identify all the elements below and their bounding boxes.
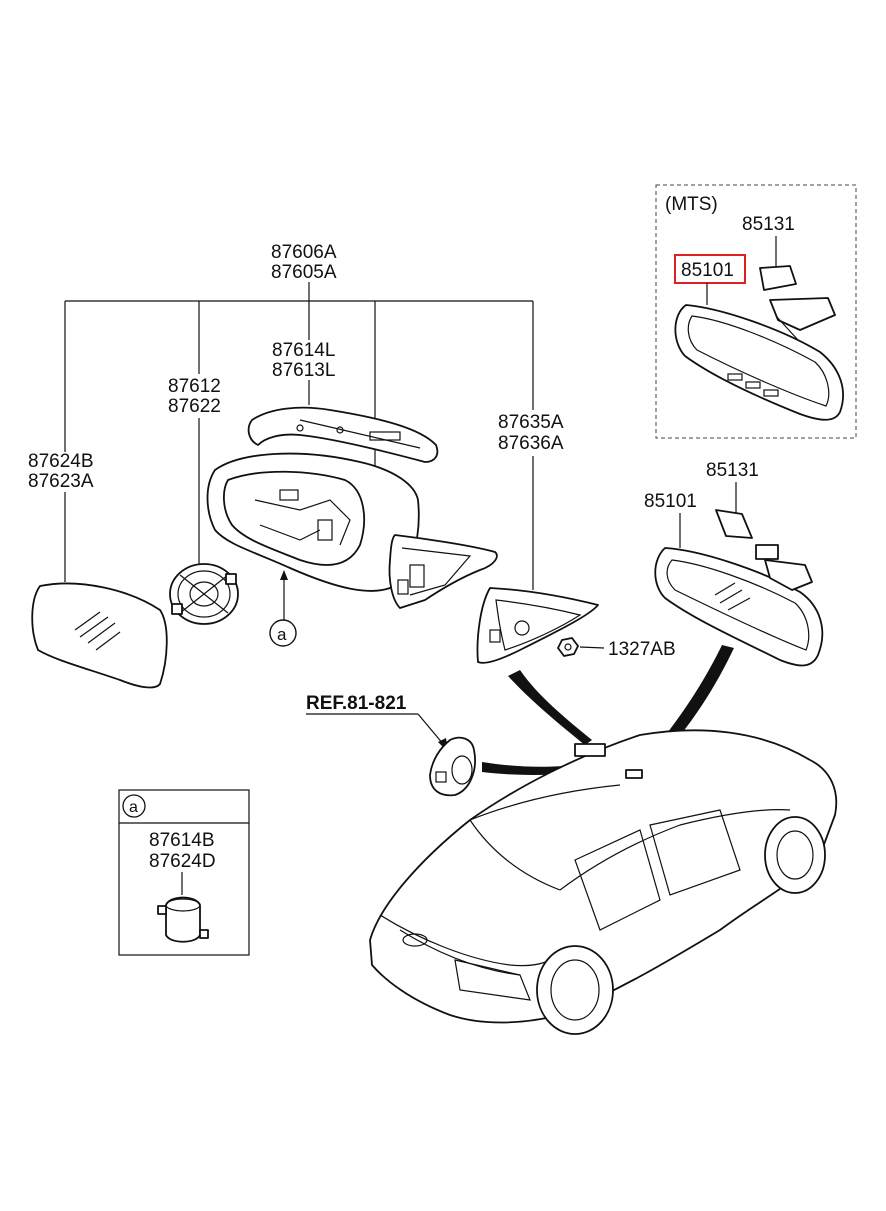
- mirror-cover: [476, 587, 599, 664]
- label-cover-1: 87635A: [498, 412, 564, 433]
- label-mirror-glass-2: 87623A: [28, 471, 94, 492]
- mts-mirror-label-box: [674, 254, 746, 284]
- label-ref: REF.81-821: [306, 693, 407, 714]
- detail-part-1-label: 87614B: [149, 830, 215, 851]
- label-mirror-glass-1: 87624B: [28, 451, 94, 472]
- mirror-housing: [206, 452, 420, 620]
- inner-mirror: [654, 482, 824, 667]
- label-scalp-cover-1: 87614L: [272, 340, 335, 361]
- callout-a: a: [269, 619, 297, 647]
- mirror-base: [388, 534, 498, 609]
- detail-box: a 87614B 87624D: [118, 789, 250, 956]
- main-bracket-lines: [64, 282, 534, 590]
- ref-part: [306, 713, 476, 797]
- detail-part-2-label: 87624D: [149, 851, 216, 872]
- car: [369, 729, 838, 1035]
- label-mirror-assy-rh: 87605A: [271, 262, 337, 283]
- label-actuator-2: 87622: [168, 396, 221, 417]
- label-nut: 1327AB: [608, 639, 676, 660]
- label-scalp-cover-2: 87613L: [272, 360, 335, 381]
- detail-callout-text: a: [129, 799, 138, 816]
- mts-mirror-label: 85101: [681, 260, 734, 281]
- nut: [557, 637, 605, 657]
- mts-box: (MTS) 85131 85101: [655, 184, 857, 439]
- label-actuator-1: 87612: [168, 376, 221, 397]
- label-mirror-assy-lh: 87606A: [271, 242, 337, 263]
- mts-bracket-label: 85131: [742, 214, 795, 235]
- mts-title: (MTS): [665, 194, 718, 215]
- label-inner-mirror-bracket: 85131: [706, 460, 759, 481]
- mirror-glass: [31, 582, 168, 689]
- callout-a-text: a: [277, 625, 287, 644]
- scalp-cover: [247, 406, 439, 463]
- label-inner-mirror: 85101: [644, 491, 697, 512]
- mirror-actuator: [169, 563, 239, 625]
- label-cover-2: 87636A: [498, 433, 564, 454]
